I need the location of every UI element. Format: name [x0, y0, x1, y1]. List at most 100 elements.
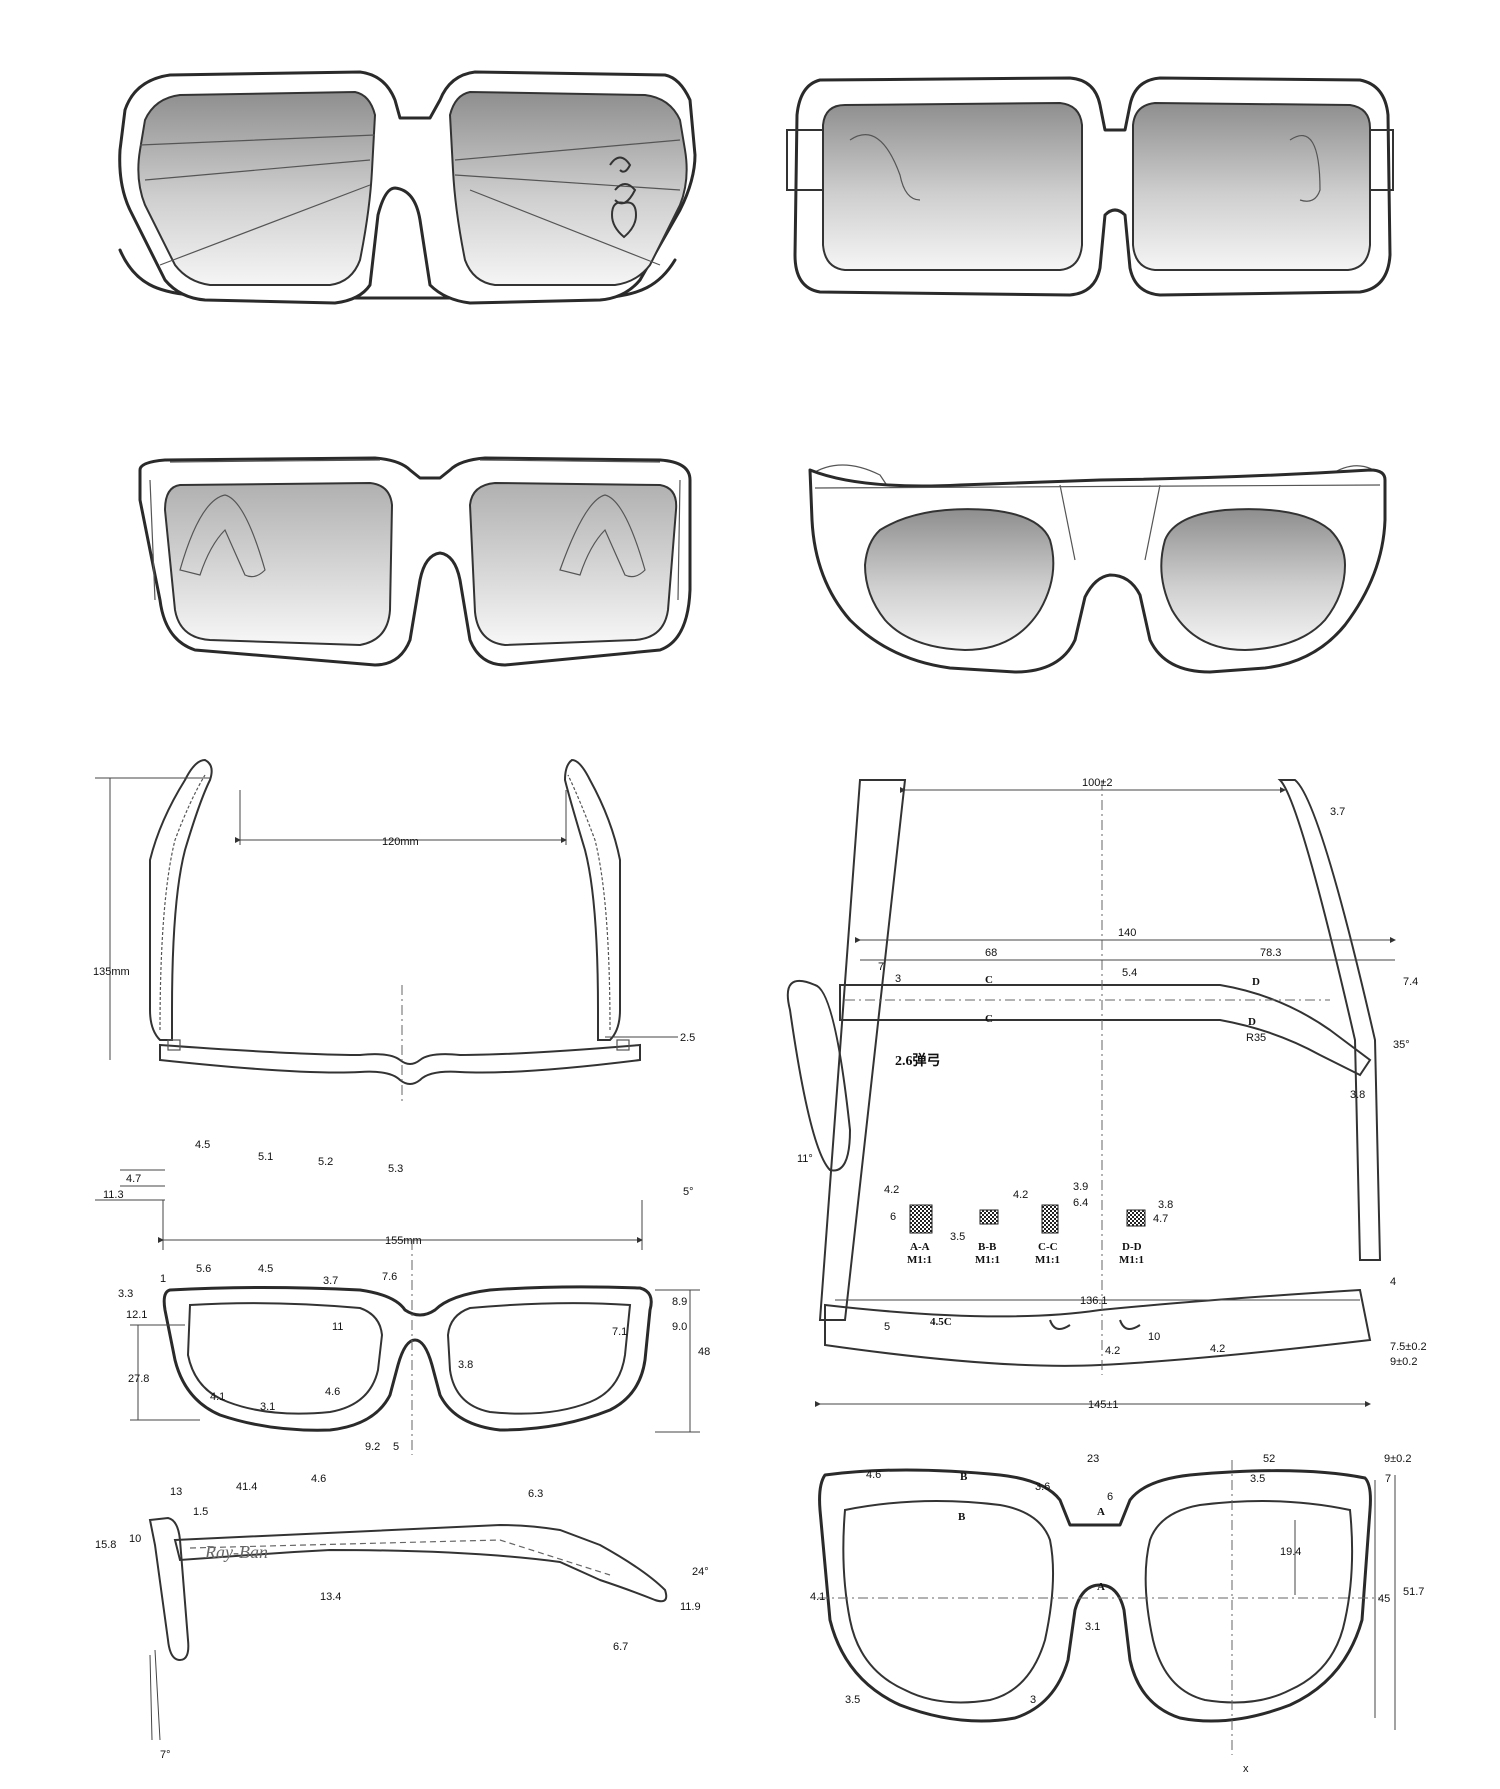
d1-label: 1 — [160, 1273, 166, 1285]
d23-label: 23 — [1087, 1453, 1099, 1465]
d41-4-label: 41.4 — [236, 1481, 257, 1493]
d7-5-label: 7.5±0.2 — [1390, 1341, 1427, 1353]
right-front-view: 23 52 9±0.2 4.6 B 3.6 6 3.5 7 A B 19.4 A… — [810, 1453, 1424, 1775]
d7-6-label: 7.6 — [382, 1271, 397, 1283]
d3-7-label: 3.7 — [323, 1275, 338, 1287]
d4-6-label: 4.6 — [325, 1386, 340, 1398]
d10-top-label: 10 — [1148, 1331, 1160, 1343]
left-front-view: 1 3.3 5.6 4.5 3.7 7.6 8.9 12.1 11 7.1 9.… — [118, 1240, 710, 1455]
sec-a-top: A — [1097, 1506, 1105, 1518]
d6-3-label: 6.3 — [528, 1488, 543, 1500]
sec-d-top: D — [1252, 976, 1260, 988]
d19-4-label: 19.4 — [1280, 1546, 1301, 1558]
d3-5a-label: 3.5 — [1250, 1473, 1265, 1485]
d52-label: 52 — [1263, 1453, 1275, 1465]
d35-label: 35° — [1393, 1039, 1410, 1051]
sketch-wide-square-sunglasses — [138, 456, 692, 667]
d4-5-label: 4.5 — [258, 1263, 273, 1275]
d15-8-label: 15.8 — [95, 1539, 116, 1551]
h2-label: 11.3 — [103, 1189, 124, 1201]
d136-1-label: 136.1 — [1080, 1295, 1108, 1307]
d3-1-front-label: 3.1 — [1085, 1621, 1100, 1633]
d6-front-label: 6 — [1107, 1491, 1113, 1503]
r35-label: R35 — [1246, 1032, 1266, 1044]
d7-4-label: 7.4 — [1403, 976, 1418, 988]
section-cc-scale: M1:1 — [1035, 1254, 1060, 1266]
section-cc-dim-1: 3.9 — [1073, 1181, 1088, 1193]
d6-7-label: 6.7 — [613, 1641, 628, 1653]
d4-5c-label: 4.5C — [930, 1316, 952, 1328]
d145-label: 145±1 — [1088, 1399, 1119, 1411]
d5-6-label: 5.6 — [196, 1263, 211, 1275]
section-cc-name: C-C — [1038, 1241, 1058, 1253]
d3-8-top-label: 3.8 — [1350, 1089, 1365, 1101]
d9-label: 9±0.2 — [1390, 1356, 1417, 1368]
angle11-label: 11° — [797, 1153, 813, 1165]
spring-hinge-label: 2.6弹弓 — [895, 1052, 941, 1069]
d3-1-label: 3.1 — [260, 1401, 275, 1413]
d5-4-label: 5.4 — [1122, 967, 1137, 979]
section-aa-dim-2: 6 — [890, 1211, 896, 1223]
d27-8-label: 27.8 — [128, 1373, 149, 1385]
d3-7-top-label: 3.7 — [1330, 806, 1345, 818]
d13-label: 13 — [170, 1486, 182, 1498]
d7-front-label: 7 — [1385, 1473, 1391, 1485]
d5-label: 5 — [393, 1441, 399, 1453]
left-side-view: Ray-Ban 13 41.4 4.6 6.3 1.5 15.8 10 13.4… — [95, 1473, 709, 1761]
d5-top-label: 5 — [884, 1321, 890, 1333]
d9-0-label: 9.0 — [672, 1321, 687, 1333]
section-dd-name: D-D — [1122, 1241, 1142, 1253]
sec-b-top: B — [960, 1471, 968, 1483]
section-bb-scale: M1:1 — [975, 1254, 1000, 1266]
sec-d-bot: D — [1248, 1016, 1256, 1028]
bottom-mark: x — [1243, 1763, 1249, 1775]
d4-2a-label: 4.2 — [1105, 1345, 1120, 1357]
section-cc-dim-2: 4.2 — [1013, 1189, 1028, 1201]
d13-4-label: 13.4 — [320, 1591, 341, 1603]
d7deg-label: 7° — [160, 1749, 171, 1761]
d9-2-label: 9.2 — [365, 1441, 380, 1453]
sec-b-bot: B — [958, 1511, 966, 1523]
section-bb-dim-1: 3.5 — [950, 1231, 965, 1243]
section-aa-scale: M1:1 — [907, 1254, 932, 1266]
d3-6-label: 3.6 — [1035, 1481, 1050, 1493]
d11-label: 11 — [332, 1321, 343, 1333]
d3-front-label: 3 — [1030, 1694, 1036, 1706]
d8-9-label: 8.9 — [672, 1296, 687, 1308]
section-bb: 3.5 B-B M1:1 — [950, 1209, 1000, 1266]
section-bb-name: B-B — [978, 1241, 997, 1253]
d68-label: 68 — [985, 947, 997, 959]
section-cc-dim-3: 6.4 — [1073, 1197, 1088, 1209]
d7-1-label: 7.1 — [612, 1326, 627, 1338]
d3-8-label: 3.8 — [458, 1359, 473, 1371]
section-dd-dim-2: 4.7 — [1153, 1213, 1168, 1225]
section-aa-dim-1: 4.2 — [884, 1184, 899, 1196]
d1-5-label: 1.5 — [193, 1506, 208, 1518]
sketch-square-sunglasses — [786, 76, 1394, 297]
d9-front-label: 9±0.2 — [1384, 1453, 1411, 1465]
section-aa: 4.2 6 A-A M1:1 — [884, 1184, 933, 1266]
left-top-view: 120mm 135mm 2.5 4.5 5.1 5.2 5.3 4.7 11.3… — [93, 758, 695, 1250]
d48-label: 48 — [698, 1346, 710, 1358]
d10-label: 10 — [129, 1533, 141, 1545]
d4-top-label: 4 — [1390, 1276, 1396, 1288]
sketch-hexagon-sunglasses — [118, 70, 697, 305]
h1-label: 4.7 — [126, 1173, 141, 1185]
angle-label: 5° — [683, 1186, 694, 1198]
d4-6-side-label: 4.6 — [311, 1473, 326, 1485]
d3-3-label: 3.3 — [118, 1288, 133, 1300]
d11-9-label: 11.9 — [680, 1601, 701, 1613]
sec-a-bot: A — [1097, 1581, 1105, 1593]
temple-length-label: 135mm — [93, 966, 130, 978]
d4-1-label: 4.1 — [210, 1391, 225, 1403]
section-cc: 3.9 4.2 6.4 C-C M1:1 — [1013, 1181, 1088, 1266]
d4-1-front-label: 4.1 — [810, 1591, 825, 1603]
section-aa-name: A-A — [910, 1241, 930, 1253]
rim2-label: 5.2 — [318, 1156, 333, 1168]
d3-top-label: 3 — [895, 973, 901, 985]
temple-gap-label: 120mm — [382, 836, 419, 848]
sketch-cateye-sunglasses — [808, 464, 1387, 674]
d4-6-front-label: 4.6 — [866, 1469, 881, 1481]
hinge-label: 4.5 — [195, 1139, 210, 1151]
